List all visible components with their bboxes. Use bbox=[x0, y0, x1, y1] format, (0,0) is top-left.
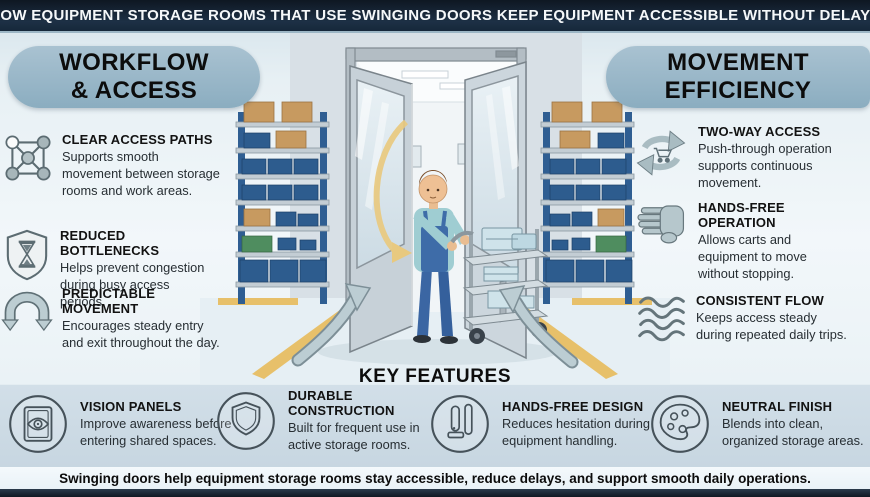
movement-efficiency-line2: EFFICIENCY bbox=[664, 77, 812, 104]
key-features-title: KEY FEATURES bbox=[358, 366, 512, 387]
key-features-band bbox=[0, 384, 870, 469]
workflow-access-line1: WORKFLOW bbox=[59, 49, 209, 76]
item-text: Keeps access steady during repeated dail… bbox=[696, 310, 847, 342]
bottom-dark-strip bbox=[0, 489, 870, 497]
footer-text: Swinging doors help equipment storage ro… bbox=[59, 470, 811, 486]
feature-title: VISION PANELS bbox=[80, 398, 182, 414]
left-item-clear-access-paths: CLEAR ACCESS PATHS Supports smooth movem… bbox=[2, 132, 220, 200]
feature-text: Blends into clean, organized storage are… bbox=[722, 415, 864, 448]
feature-text: Reduces hesitation during equipment hand… bbox=[502, 415, 650, 448]
right-shelf-unit bbox=[540, 101, 635, 304]
item-title: TWO-WAY ACCESS bbox=[698, 124, 821, 139]
feature-title: NEUTRAL FINISH bbox=[722, 398, 833, 414]
swinging-doors-illustration bbox=[200, 30, 670, 386]
item-text: Helps prevent congestion during busy acc… bbox=[60, 260, 205, 309]
workflow-access-line2: & ACCESS bbox=[70, 77, 198, 104]
item-title: REDUCED BOTTLENECKS bbox=[60, 228, 160, 258]
feature-vision-panels: VISION PANELS Improve awareness before e… bbox=[6, 392, 232, 456]
door-swing-arrow bbox=[373, 119, 412, 263]
feature-durable-construction: DURABLE CONSTRUCTION Built for frequent … bbox=[214, 388, 448, 454]
left-item-reduced-bottlenecks: REDUCED BOTTLENECKS Helps prevent conges… bbox=[2, 228, 218, 311]
item-text: Supports smooth movement between storage… bbox=[62, 149, 220, 198]
feature-title: HANDS-FREE DESIGN bbox=[502, 398, 644, 414]
worker-figure bbox=[413, 169, 470, 344]
pushing-hand-icon bbox=[634, 200, 690, 283]
feature-text: Improve awareness before entering shared… bbox=[80, 415, 232, 448]
right-item-hands-free-operation: HANDS-FREE OPERATION Allows carts and eq… bbox=[634, 200, 828, 283]
main-title: HOW EQUIPMENT STORAGE ROOMS THAT USE SWI… bbox=[0, 7, 870, 24]
item-title: HANDS-FREE OPERATION bbox=[698, 200, 785, 230]
palette-icon bbox=[648, 392, 712, 456]
right-flow-arrow bbox=[498, 285, 579, 369]
item-title: CLEAR ACCESS PATHS bbox=[62, 132, 213, 147]
shield-hourglass-icon bbox=[2, 228, 52, 311]
left-item-predictable-movement: PREDICTABLE MOVEMENT Encourages steady e… bbox=[0, 286, 220, 352]
feature-title: DURABLE CONSTRUCTION bbox=[288, 388, 395, 418]
footer-summary-bar: Swinging doors help equipment storage ro… bbox=[0, 467, 870, 489]
feature-neutral-finish: NEUTRAL FINISH Blends into clean, organi… bbox=[648, 392, 864, 456]
flow-waves-icon bbox=[636, 293, 688, 348]
item-text: Push-through operation supports continuo… bbox=[698, 141, 832, 190]
feature-text: Built for frequent use in active storage… bbox=[288, 420, 420, 452]
item-text: Allows carts and equipment to move witho… bbox=[698, 232, 807, 281]
item-title: CONSISTENT FLOW bbox=[696, 293, 824, 308]
movement-efficiency-line1: MOVEMENT bbox=[667, 49, 809, 76]
left-flow-arrow bbox=[291, 283, 372, 367]
door-handles-icon bbox=[428, 392, 492, 456]
item-title: PREDICTABLE MOVEMENT bbox=[62, 286, 156, 316]
right-item-consistent-flow: CONSISTENT FLOW Keeps access steady duri… bbox=[636, 293, 854, 348]
vision-panel-eye-icon bbox=[6, 392, 70, 456]
network-nodes-icon bbox=[2, 132, 54, 200]
feature-hands-free-design: HANDS-FREE DESIGN Reduces hesitation dur… bbox=[428, 392, 654, 456]
left-door-leaf bbox=[349, 65, 413, 354]
left-shelf-unit bbox=[235, 101, 330, 304]
movement-efficiency-header: MOVEMENT EFFICIENCY bbox=[606, 46, 870, 108]
u-turn-arrows-icon bbox=[0, 286, 54, 352]
circular-arrows-cart-icon bbox=[632, 124, 690, 192]
shield-icon bbox=[214, 389, 278, 453]
workflow-access-header: WORKFLOW & ACCESS bbox=[8, 46, 260, 108]
item-text: Encourages steady entry and exit through… bbox=[62, 318, 220, 350]
title-banner: HOW EQUIPMENT STORAGE ROOMS THAT USE SWI… bbox=[0, 0, 870, 33]
right-item-two-way-access: TWO-WAY ACCESS Push-through operation su… bbox=[632, 124, 856, 192]
